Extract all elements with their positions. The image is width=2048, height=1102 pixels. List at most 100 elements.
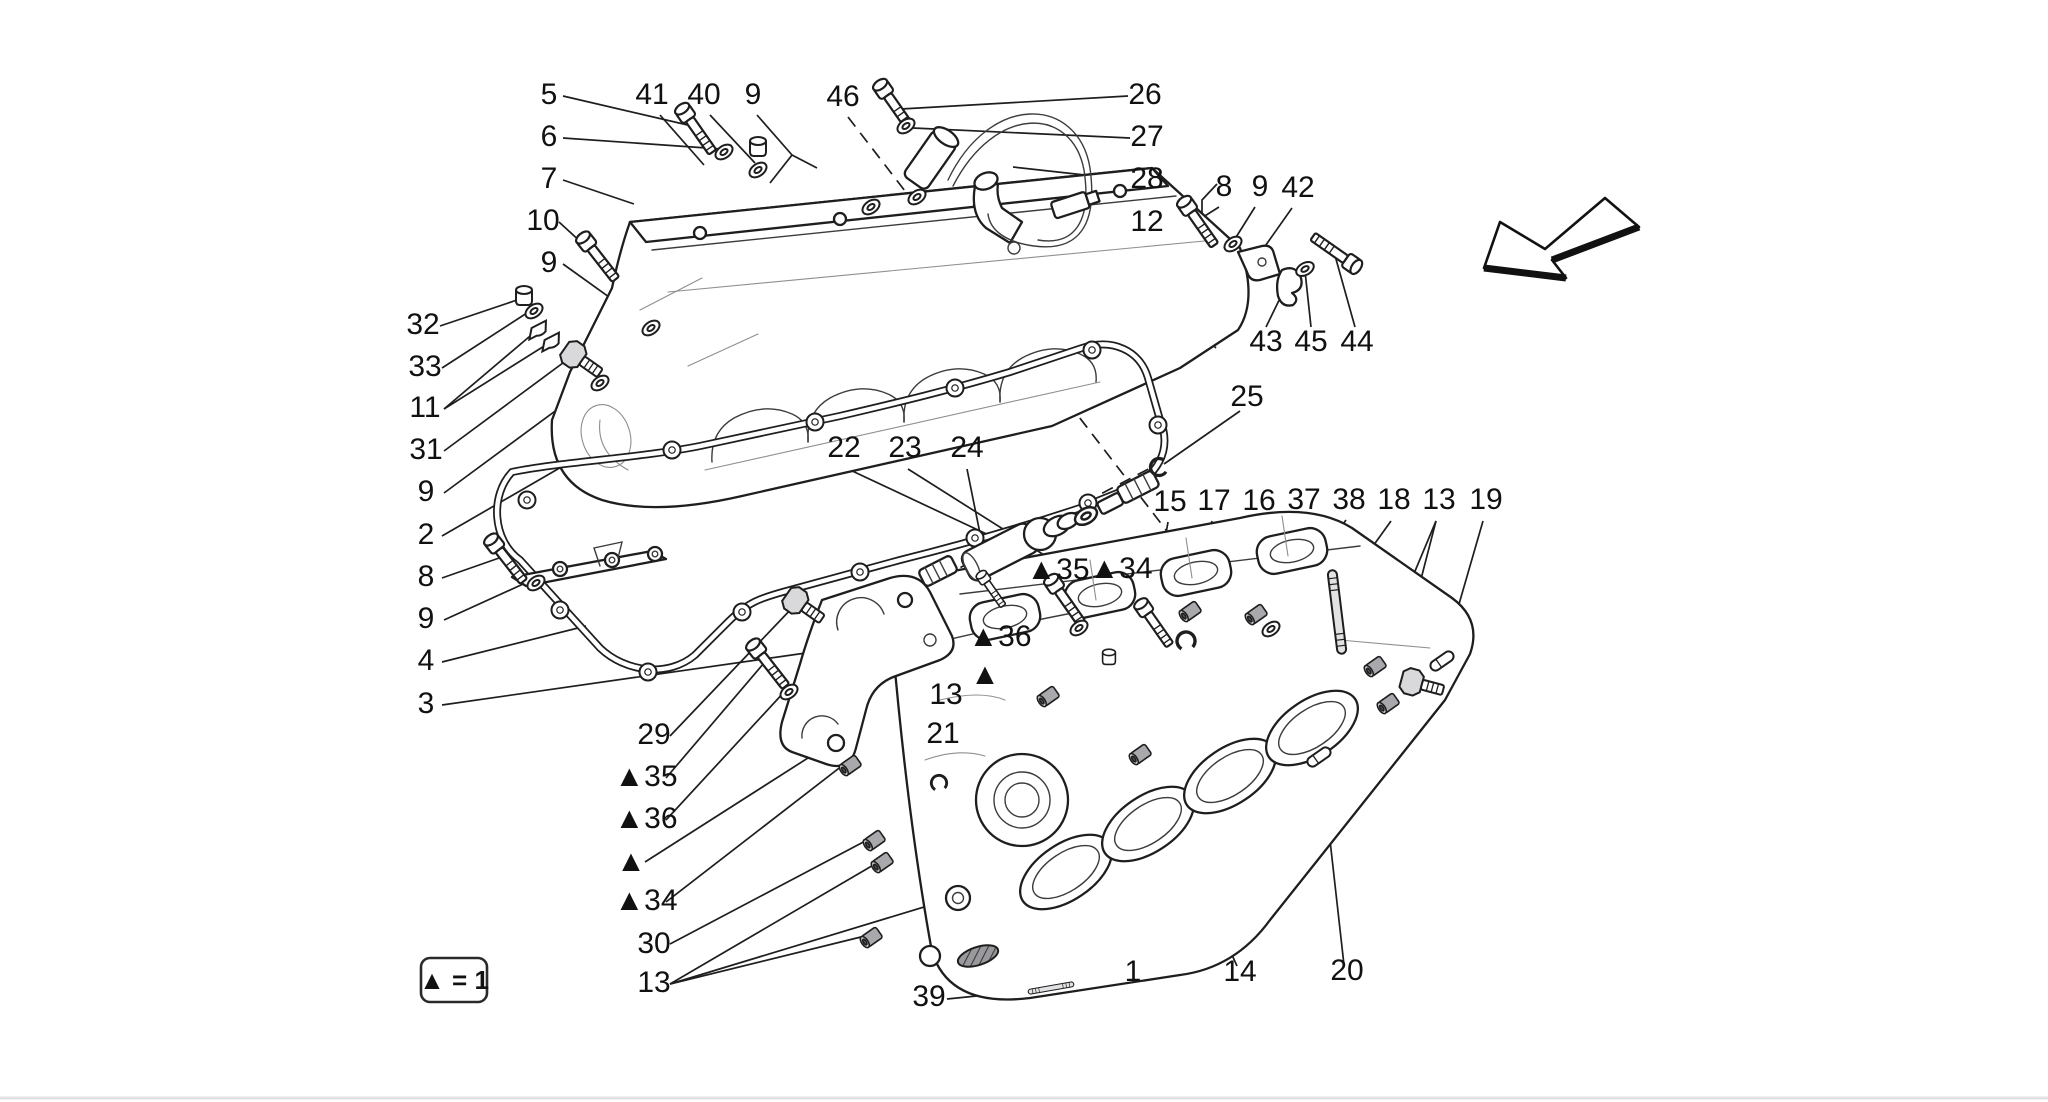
part-label-1: 1 bbox=[1125, 955, 1142, 988]
part-label-tri35: ▲35 bbox=[614, 760, 677, 793]
part-label-21: 21 bbox=[926, 717, 959, 750]
sensor-cable-drawing bbox=[903, 113, 1101, 255]
part-label-9: 9 bbox=[541, 246, 558, 279]
leader-line bbox=[669, 605, 795, 737]
part-label-9: 9 bbox=[418, 602, 435, 635]
part-label-9: 9 bbox=[1252, 170, 1269, 203]
leader-line bbox=[847, 116, 1184, 553]
leader-line bbox=[562, 179, 635, 205]
part-label-26: 26 bbox=[1128, 78, 1161, 111]
bolt-part bbox=[1307, 228, 1366, 278]
part-label-13: 13 bbox=[637, 966, 670, 999]
leader-line bbox=[669, 934, 870, 985]
part-label-32: 32 bbox=[406, 308, 439, 341]
leader-line bbox=[443, 330, 537, 410]
leader-line bbox=[665, 761, 848, 903]
part-label-17: 17 bbox=[1197, 484, 1230, 517]
part-label-29: 29 bbox=[637, 718, 670, 751]
bushing-part bbox=[857, 925, 884, 950]
solenoid-valve-drawing bbox=[918, 470, 1160, 587]
direction-arrow-icon bbox=[1482, 196, 1641, 282]
part-label-22: 22 bbox=[827, 431, 860, 464]
part-label-tri: ▲ bbox=[970, 658, 1000, 691]
part-label-46: 46 bbox=[826, 80, 859, 113]
leader-line bbox=[669, 859, 883, 985]
part-label-18: 18 bbox=[1377, 483, 1410, 516]
part-label-20: 20 bbox=[1330, 954, 1363, 987]
part-label-tri35: ▲35 bbox=[1026, 553, 1089, 586]
leader-line bbox=[441, 556, 503, 579]
leader-line bbox=[441, 310, 531, 369]
washer-part bbox=[711, 140, 737, 164]
part-label-16: 16 bbox=[1242, 484, 1275, 517]
part-label-31: 31 bbox=[409, 433, 442, 466]
leader-line bbox=[1304, 270, 1312, 328]
leader-line bbox=[847, 468, 1011, 546]
part-label-7: 7 bbox=[541, 162, 558, 195]
part-label-11: 11 bbox=[409, 391, 440, 424]
clipplate-part bbox=[524, 319, 552, 341]
leader-line bbox=[441, 625, 587, 663]
part-label-38: 38 bbox=[1332, 483, 1365, 516]
part-label-8: 8 bbox=[1216, 170, 1233, 203]
part-label-44: 44 bbox=[1340, 325, 1373, 358]
part-label-tri34: ▲34 bbox=[1089, 552, 1152, 585]
leader-line bbox=[443, 342, 550, 410]
part-label-25: 25 bbox=[1230, 380, 1263, 413]
nut-part bbox=[1101, 648, 1117, 666]
part-label-13: 13 bbox=[929, 678, 962, 711]
leader-line bbox=[443, 356, 572, 452]
part-label-42: 42 bbox=[1281, 171, 1314, 204]
part-label-28: 28 bbox=[1130, 162, 1163, 195]
part-label-37: 37 bbox=[1287, 483, 1320, 516]
bushing-part bbox=[860, 828, 887, 853]
leader-line bbox=[1333, 251, 1356, 328]
nut-part bbox=[515, 285, 533, 306]
leader-line bbox=[443, 579, 533, 621]
part-label-24: 24 bbox=[950, 431, 983, 464]
cylinder-head-drawing bbox=[891, 510, 1475, 1001]
leader-line bbox=[669, 896, 958, 985]
part-label-tri36: ▲36 bbox=[614, 802, 677, 835]
bolt-part bbox=[572, 227, 624, 286]
part-label-33: 33 bbox=[408, 350, 441, 383]
part-label-4: 4 bbox=[418, 644, 435, 677]
part-label-19: 19 bbox=[1469, 483, 1502, 516]
part-label-tri34: ▲34 bbox=[614, 884, 677, 917]
part-label-40: 40 bbox=[687, 78, 720, 111]
part-label-23: 23 bbox=[888, 431, 921, 464]
part-label-12: 12 bbox=[1130, 205, 1163, 238]
part-label-27: 27 bbox=[1130, 120, 1163, 153]
part-label-3: 3 bbox=[418, 687, 435, 720]
leader-line bbox=[562, 137, 722, 150]
leader-line bbox=[659, 114, 705, 166]
leader-line bbox=[665, 689, 787, 821]
clamp-bracket-drawing bbox=[1236, 244, 1303, 307]
part-label-39: 39 bbox=[912, 980, 945, 1013]
part-label-14: 14 bbox=[1223, 955, 1256, 988]
part-label-5: 5 bbox=[541, 78, 558, 111]
leader-line bbox=[900, 95, 1129, 110]
legend-label: ▲ = 1 bbox=[419, 965, 489, 995]
part-label-tri: ▲ bbox=[616, 845, 646, 878]
nut-part bbox=[749, 136, 767, 157]
part-label-8: 8 bbox=[418, 560, 435, 593]
part-label-41: 41 bbox=[635, 78, 668, 111]
part-label-9: 9 bbox=[418, 475, 435, 508]
leader-line bbox=[1163, 410, 1241, 465]
leader-line bbox=[669, 837, 872, 945]
leader-line bbox=[439, 298, 521, 327]
part-label-43: 43 bbox=[1249, 325, 1282, 358]
part-label-15: 15 bbox=[1153, 485, 1186, 518]
legend-box: ▲ = 1 bbox=[419, 956, 489, 1004]
part-label-30: 30 bbox=[637, 927, 670, 960]
washer-part bbox=[745, 158, 771, 182]
part-label-10: 10 bbox=[526, 204, 559, 237]
part-label-13: 13 bbox=[1422, 483, 1455, 516]
leader-line bbox=[791, 154, 818, 169]
leader-line bbox=[709, 114, 756, 164]
leader-line bbox=[665, 662, 765, 779]
